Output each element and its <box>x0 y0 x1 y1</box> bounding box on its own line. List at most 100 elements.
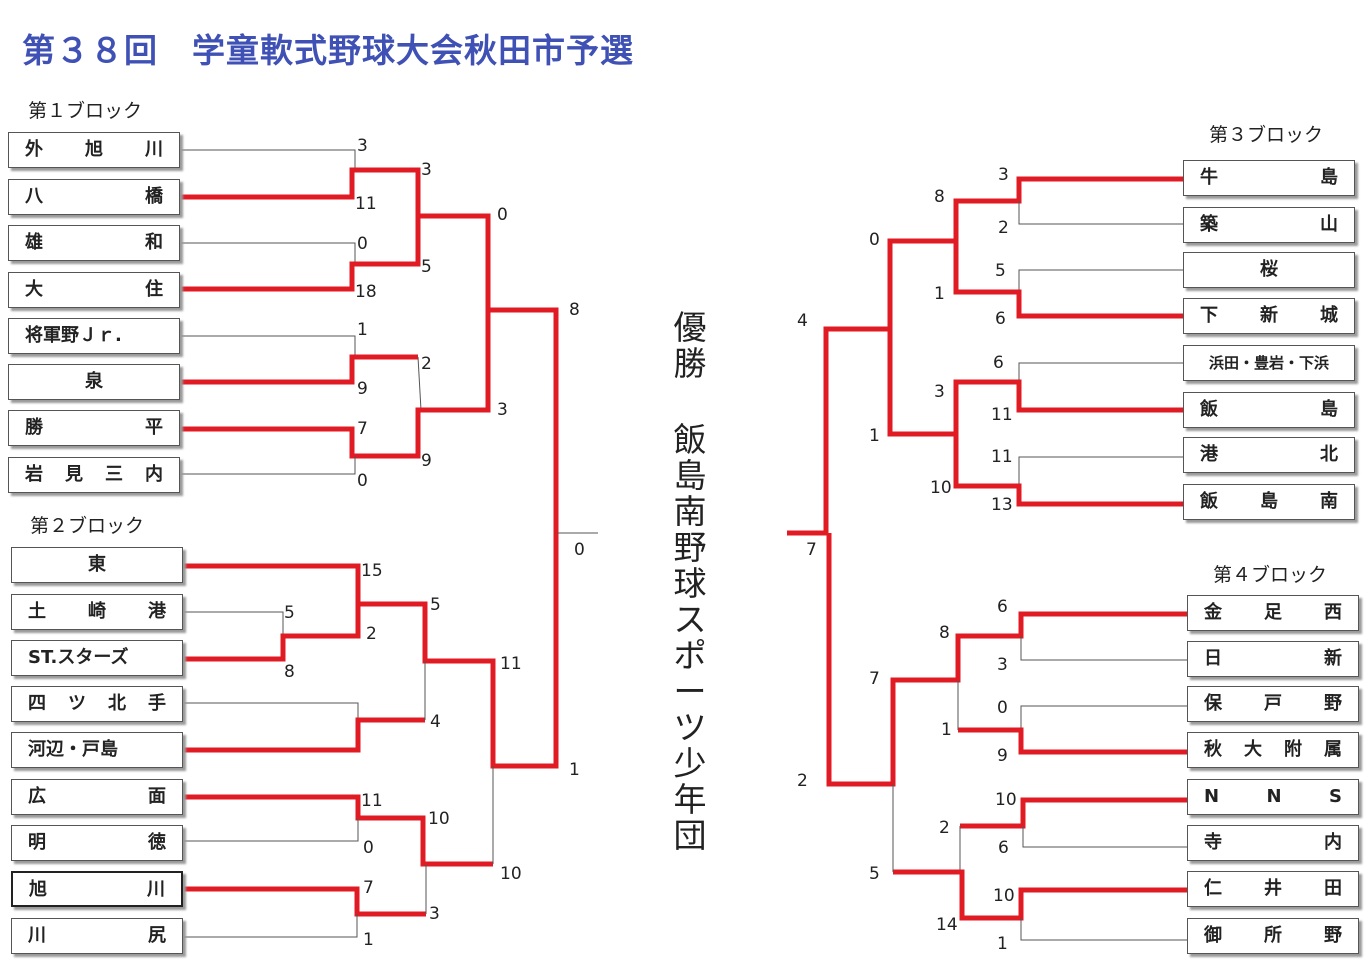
team-box: 秋大附属 <box>1187 732 1359 768</box>
team-box: 仁井田 <box>1187 871 1359 907</box>
team-name-part: 新 <box>1324 648 1342 669</box>
winner-path <box>183 717 425 753</box>
team-name-part: 附 <box>1284 739 1302 760</box>
team-name-part: 内 <box>1324 832 1342 853</box>
score-label: 1 <box>934 284 945 304</box>
score-label: 0 <box>363 838 374 858</box>
champion-team: 飯島南野球スポーツ少年団 <box>673 420 707 855</box>
team-box: 桜 <box>1183 252 1355 288</box>
score-label: 8 <box>934 187 945 207</box>
score-label: 6 <box>995 309 1006 329</box>
team-name-part: 港 <box>1200 444 1218 465</box>
team-box: 牛島 <box>1183 160 1355 196</box>
team-box: 浜田・豊岩・下浜 <box>1183 345 1355 381</box>
score-label: 9 <box>997 746 1008 766</box>
team-box: 寺内 <box>1187 825 1359 861</box>
score-label: 0 <box>869 230 880 250</box>
team-name-part: 徳 <box>148 832 166 853</box>
bracket-line <box>180 149 356 170</box>
team-box: 明徳 <box>11 825 183 861</box>
score-label: 14 <box>936 915 958 935</box>
winner-path <box>183 794 493 867</box>
bracket-line <box>183 914 358 938</box>
score-label: 11 <box>991 447 1013 467</box>
team-box: 飯島 <box>1183 392 1355 428</box>
team-name-part: 見 <box>65 464 83 485</box>
score-label: 5 <box>421 257 432 277</box>
team-box: 土崎港 <box>11 594 183 630</box>
team-name-part: 築 <box>1200 214 1218 235</box>
team-name-part: ツ <box>68 693 86 714</box>
champion-label: 優勝 <box>673 308 707 383</box>
score-label: 2 <box>797 771 808 791</box>
score-label: 18 <box>355 282 377 302</box>
score-label: 2 <box>421 354 432 374</box>
page-title: 第３８回 学童軟式野球大会秋田市予選 <box>22 31 634 70</box>
score-label: 2 <box>939 818 950 838</box>
team-name-part: 西 <box>1324 602 1342 623</box>
team-box: 港北 <box>1183 437 1355 473</box>
team-box: 将軍野Ｊｒ. <box>8 318 180 354</box>
team-box: 岩見三内 <box>8 457 180 493</box>
team-name-part: 日 <box>1204 648 1222 669</box>
score-label: 10 <box>993 886 1015 906</box>
score-label: 10 <box>428 809 450 829</box>
team-name-part: 島 <box>1260 491 1278 512</box>
team-name-part: 浜田・豊岩・下浜 <box>1208 354 1329 372</box>
team-box: 川尻 <box>11 918 183 954</box>
score-label: 1 <box>363 930 374 950</box>
score-label: 6 <box>993 353 1004 373</box>
bracket-line <box>180 335 356 357</box>
team-name-part: 明 <box>28 832 46 853</box>
block-4-label: 第４ブロック <box>1213 564 1328 586</box>
team-name-part: 雄 <box>25 232 43 253</box>
team-name-part: 桜 <box>1260 259 1278 280</box>
score-label: 10 <box>930 478 952 498</box>
team-name-part: 下 <box>1200 305 1218 326</box>
team-name-part: 土 <box>28 601 46 622</box>
bracket-line <box>1020 705 1187 730</box>
team-name-part: 飯 <box>1200 399 1218 420</box>
score-label: 1 <box>997 934 1008 954</box>
score-label: 8 <box>284 662 295 682</box>
winner-path <box>180 213 491 310</box>
score-label: 9 <box>357 379 368 399</box>
team-name-part: 野 <box>1324 925 1342 946</box>
winner-path <box>953 241 1183 319</box>
team-name-part: 三 <box>105 464 123 485</box>
team-name-part: 寺 <box>1204 832 1222 853</box>
team-box: 大住 <box>8 272 180 308</box>
bracket-line <box>180 456 356 475</box>
score-label: 4 <box>797 311 808 331</box>
team-name-part: 八 <box>25 186 43 207</box>
team-name-part: 岩 <box>25 464 43 485</box>
winner-path <box>183 604 361 662</box>
score-label: 5 <box>995 261 1006 281</box>
team-box: 広面 <box>11 779 183 815</box>
score-label: 7 <box>869 669 880 689</box>
team-name-part: N <box>1204 786 1220 807</box>
bracket-line <box>1022 826 1187 848</box>
team-name-part: 勝 <box>25 417 43 438</box>
team-name-part: 山 <box>1320 214 1338 235</box>
score-label: 1 <box>869 426 880 446</box>
team-name-part: 港 <box>148 601 166 622</box>
bracket-line <box>1018 456 1183 486</box>
team-box: 旭川 <box>11 871 183 907</box>
team-name-part: N <box>1266 786 1282 807</box>
team-box: 築山 <box>1183 207 1355 243</box>
bracket-line <box>180 242 356 264</box>
winner-path <box>958 727 1187 755</box>
score-label: 1 <box>941 720 952 740</box>
score-label: 0 <box>997 698 1008 718</box>
team-box: 御所野 <box>1187 918 1359 954</box>
team-name-part: 北 <box>108 693 126 714</box>
score-label: 6 <box>997 597 1008 617</box>
team-name-part: 手 <box>148 693 166 714</box>
team-box: 金足西 <box>1187 595 1359 631</box>
score-label: 13 <box>991 495 1013 515</box>
score-label: 3 <box>429 904 440 924</box>
winner-path <box>887 329 1183 437</box>
